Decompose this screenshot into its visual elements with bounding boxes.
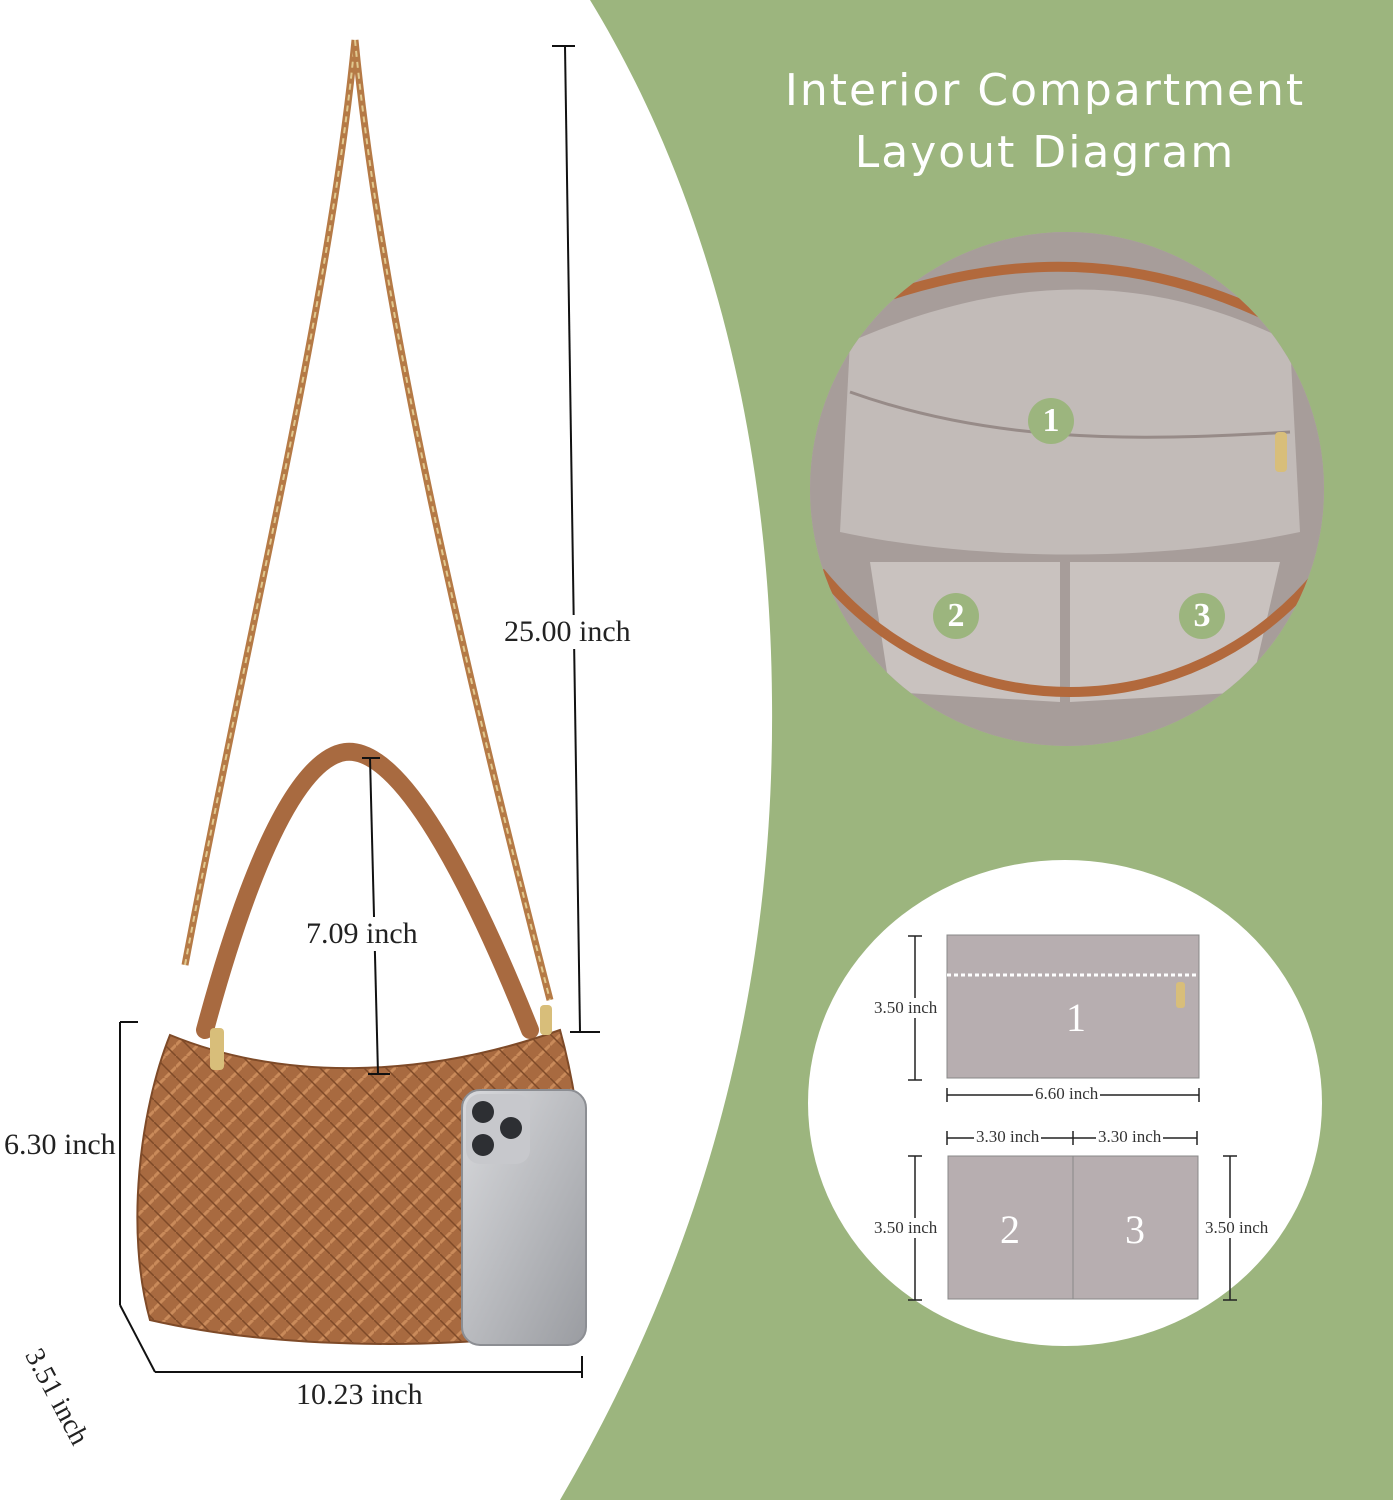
chain-strap — [181, 39, 554, 1001]
diagram-title: Interior Compartment Layout Diagram — [760, 60, 1330, 184]
width-label: 10.23 inch — [292, 1378, 427, 1412]
pocket-1-shape — [946, 934, 1200, 1079]
handbag-illustration — [119, 39, 600, 1378]
dimension-lines — [119, 45, 600, 1378]
compartment-badge-3: 3 — [1179, 593, 1225, 639]
compartment-badge-2: 2 — [933, 593, 979, 639]
pocket-2-width-label: 3.30 inch — [974, 1127, 1042, 1147]
pocket-2-label: 2 — [1000, 1207, 1020, 1252]
handle-drop-label: 7.09 inch — [302, 917, 422, 951]
zipper-icon — [1176, 982, 1185, 1008]
pocket-3-height-label: 3.50 inch — [1203, 1218, 1271, 1238]
pocket-1-label: 1 — [1066, 995, 1086, 1040]
phone-icon — [461, 1089, 587, 1346]
title-line-1: Interior Compartment — [784, 65, 1306, 116]
zipper-pull-left — [210, 1028, 224, 1070]
pocket-3-label: 3 — [1125, 1207, 1145, 1252]
interior-photo: 1 2 3 — [810, 232, 1324, 746]
compartment-badge-1: 1 — [1028, 398, 1074, 444]
pocket-2-height-label: 3.50 inch — [872, 1218, 940, 1238]
pocket-2-shape — [947, 1155, 1074, 1300]
title-line-2: Layout Diagram — [854, 127, 1236, 178]
pocket-1-height-label: 3.50 inch — [872, 998, 940, 1018]
pocket-3-shape — [1072, 1155, 1199, 1300]
shoulder-handle — [196, 742, 539, 1039]
pocket-3-width-label: 3.30 inch — [1096, 1127, 1164, 1147]
pocket-1-width-label: 6.60 inch — [1033, 1084, 1101, 1104]
height-label: 6.30 inch — [4, 1128, 116, 1161]
strap-hardware-right — [540, 1005, 552, 1035]
strap-drop-label: 25.00 inch — [500, 615, 635, 649]
